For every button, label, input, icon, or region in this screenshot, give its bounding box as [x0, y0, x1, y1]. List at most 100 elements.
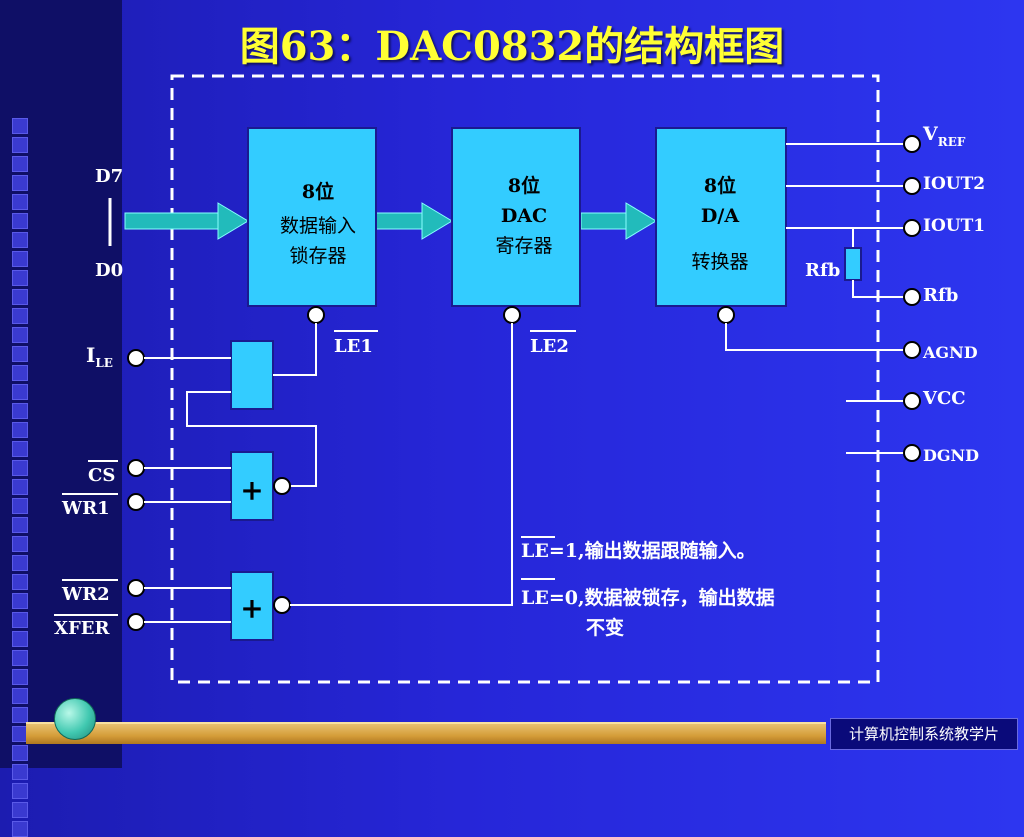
or-gate-bottom-output	[273, 596, 291, 614]
dac-register-line3: 寄存器	[495, 235, 552, 257]
note-le-1: LE=1,输出数据跟随输入。	[521, 539, 756, 562]
stripe-square	[12, 384, 28, 400]
stripe-square	[12, 650, 28, 666]
stripe-square	[12, 156, 28, 172]
or-gate-top-output	[273, 477, 291, 495]
wire-or-to-and	[186, 391, 317, 487]
stripe-square	[12, 669, 28, 685]
converter-ground-pin	[717, 306, 735, 324]
pin-iout1-label: IOUT1	[923, 216, 985, 236]
le1-enable-pin	[307, 306, 325, 324]
stripe-square	[12, 365, 28, 381]
stripe-square	[12, 745, 28, 761]
stripe-square	[12, 460, 28, 476]
pin-d7-label: D7	[95, 166, 123, 187]
rfb-resistor-label: Rfb	[805, 260, 840, 281]
pin-agnd-terminal	[903, 341, 921, 359]
stripe-square	[12, 802, 28, 818]
footer-label: 计算机控制系统教学片	[830, 718, 1018, 750]
stripe-square	[12, 327, 28, 343]
pin-rfb-terminal	[903, 288, 921, 306]
converter-block	[655, 127, 787, 307]
pin-wr2-label: WR2	[61, 584, 110, 605]
dac0832-block-diagram: D7 D0 8位 数据输入 锁存器 8位 DAC 寄存器 8位 D/A 转换器 …	[54, 74, 985, 684]
converter-line1: 8位	[704, 174, 736, 197]
input-latch-line1: 8位	[302, 180, 334, 203]
arrow-bus-to-latch	[124, 202, 249, 240]
input-latch-block	[247, 127, 377, 307]
stripe-square	[12, 593, 28, 609]
input-latch-line2: 数据输入	[280, 215, 356, 237]
wire-and-to-le1	[273, 323, 317, 376]
converter-line3: 转换器	[691, 251, 748, 273]
pin-vref-terminal	[903, 135, 921, 153]
stripe-square	[12, 270, 28, 286]
stripe-square	[12, 346, 28, 362]
stripe-square	[12, 422, 28, 438]
stripe-square	[12, 232, 28, 248]
pin-dgnd-label: DGND	[923, 446, 979, 465]
pin-iout2-label: IOUT2	[923, 174, 985, 194]
stripe-square	[12, 688, 28, 704]
pin-vcc-terminal	[903, 392, 921, 410]
stripe-square	[12, 213, 28, 229]
pin-ile-terminal	[127, 349, 145, 367]
stripe-square	[12, 536, 28, 552]
stripe-square	[12, 175, 28, 191]
footer-bar	[26, 722, 826, 744]
le2-label: LE2	[530, 336, 569, 357]
or-gate-bottom-symbol: +	[240, 592, 263, 625]
input-latch-line3: 锁存器	[289, 245, 346, 267]
stripe-square	[12, 517, 28, 533]
stripe-square	[12, 783, 28, 799]
pin-wr1-terminal	[127, 493, 145, 511]
stripe-square	[12, 403, 28, 419]
stripe-square	[12, 251, 28, 267]
stripe-square	[12, 707, 28, 723]
arrow-dac-to-converter	[580, 202, 657, 240]
stripe-square	[12, 821, 28, 837]
pin-iout1-terminal	[903, 219, 921, 237]
pin-xfer-terminal	[127, 613, 145, 631]
and-gate-block	[230, 340, 274, 410]
pin-ile-label: ILE	[86, 343, 113, 370]
stripe-square	[12, 137, 28, 153]
or-gate-bottom-block	[230, 571, 274, 641]
stripe-square	[12, 498, 28, 514]
note-le-0-line2: 不变	[586, 616, 624, 639]
stripe-square	[12, 289, 28, 305]
wire-agnd	[725, 323, 905, 351]
rfb-resistor	[844, 247, 862, 281]
dac-register-block	[451, 127, 581, 307]
stripe-square	[12, 308, 28, 324]
pin-vcc-label: VCC	[922, 388, 966, 409]
page-title: 图63：DAC0832的结构框图	[239, 23, 785, 70]
wire-or-to-le2	[290, 323, 513, 606]
stripe-square	[12, 194, 28, 210]
left-decorative-stripe	[0, 0, 122, 837]
stripe-square	[12, 574, 28, 590]
le2-enable-pin	[503, 306, 521, 324]
stripe-square	[12, 479, 28, 495]
pin-wr2-terminal	[127, 579, 145, 597]
pin-xfer-label: XFER	[54, 618, 110, 639]
pin-wr1-label: WR1	[61, 498, 110, 519]
pin-iout2-terminal	[903, 177, 921, 195]
pin-d0-label: D0	[95, 260, 123, 281]
converter-line2: D/A	[701, 205, 739, 227]
note-le-0-line1: LE=0,数据被锁存，输出数据	[521, 586, 775, 609]
pin-vref-label: VREF	[922, 123, 966, 149]
stripe-square	[12, 612, 28, 628]
chip-boundary	[170, 74, 880, 684]
dac-register-line2: DAC	[501, 205, 547, 227]
dac-register-line1: 8位	[508, 174, 540, 197]
pin-cs-label: CS	[88, 465, 115, 486]
pin-dgnd-terminal	[903, 444, 921, 462]
or-gate-top-symbol: +	[240, 474, 263, 507]
footer-logo-icon	[54, 698, 96, 740]
pin-agnd-label: AGND	[922, 343, 978, 362]
stripe-square	[12, 555, 28, 571]
stripe-square	[12, 441, 28, 457]
le1-label: LE1	[334, 336, 373, 357]
stripe-square	[12, 118, 28, 134]
